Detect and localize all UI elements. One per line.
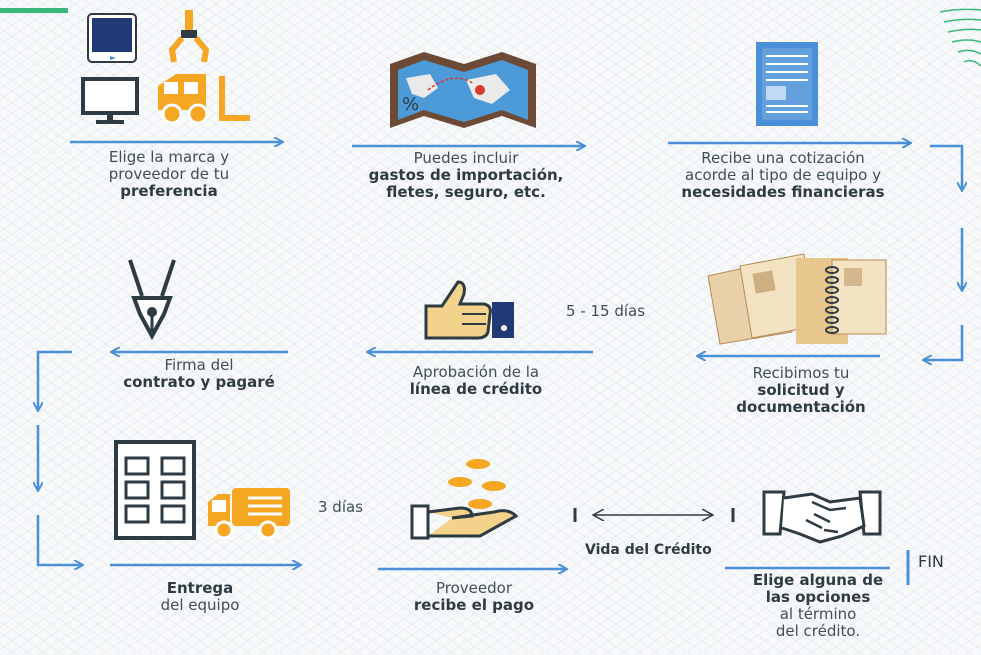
step-7-line-1: Entrega: [166, 579, 234, 597]
step-4-label: Recibimos tu solicitud y documentación: [706, 365, 896, 416]
step-2-line-3: fletes, seguro, etc.: [386, 183, 546, 201]
map-icon: %: [390, 52, 536, 128]
step-3-line-3: necesidades financieras: [681, 183, 885, 201]
tablet-icon: [87, 13, 137, 63]
svg-text:%: %: [402, 94, 419, 115]
step-9-line-2: las opciones: [765, 588, 871, 606]
step-5-line-1: Aprobación de la: [412, 363, 540, 381]
step-8-line-2: recibe el pago: [413, 596, 535, 614]
handshake-icon: [762, 490, 882, 544]
step-7-label: Entrega del equipo: [110, 580, 290, 614]
step-9-line-4: del crédito.: [775, 622, 861, 640]
step-8-line-1: Proveedor: [436, 579, 512, 597]
truck-icon: [158, 74, 250, 125]
step-5-label: Aprobación de la línea de crédito: [376, 364, 576, 398]
step-2-line-1: Puedes incluir: [413, 149, 519, 167]
coins-hand-icon: [410, 459, 519, 540]
step-6-line-2: contrato y pagaré: [123, 373, 275, 391]
step-1-line-1: Elige la marca y: [108, 148, 230, 166]
crane-claw-icon: [168, 10, 210, 63]
approval-duration: 5 - 15 días: [566, 302, 646, 320]
step-3-label: Recibe una cotización acorde al tipo de …: [658, 150, 908, 201]
step-3-line-2: acorde al tipo de equipo y: [685, 166, 881, 184]
step-5-line-2: línea de crédito: [409, 380, 543, 398]
end-label: FIN: [918, 552, 944, 571]
step-1-label: Elige la marca y proveedor de tu prefere…: [64, 149, 274, 200]
corner-decoration: [939, 8, 981, 67]
delivery-truck-icon: [208, 488, 290, 540]
step-7-line-2: del equipo: [160, 596, 240, 614]
step-9-line-3: al término: [779, 605, 857, 623]
step-8-label: Proveedor recibe el pago: [384, 580, 564, 614]
step-1-line-2: proveedor de tu: [108, 165, 230, 183]
notebook-icon: [707, 253, 887, 345]
step-2-label: Puedes incluir gastos de importación, fl…: [344, 150, 588, 201]
step-6-label: Firma del contrato y pagaré: [104, 357, 294, 391]
step-9-line-1: Elige alguna de: [752, 571, 884, 589]
step-6-line-1: Firma del: [164, 356, 234, 374]
pen-nib-icon: [128, 259, 176, 340]
accent-bar: [0, 8, 68, 13]
monitor-icon: [81, 77, 139, 124]
document-icon: [756, 42, 818, 126]
step-4-line-3: documentación: [736, 398, 866, 416]
credit-life-label: Vida del Crédito: [585, 542, 712, 558]
building-icon: [114, 440, 196, 540]
delivery-duration: 3 días: [318, 498, 364, 516]
step-1-line-3: preferencia: [120, 182, 218, 200]
step-4-line-2: solicitud y: [757, 381, 845, 399]
thumbs-up-icon: [424, 280, 514, 340]
step-4-line-1: Recibimos tu: [752, 364, 850, 382]
step-2-line-2: gastos de importación,: [368, 166, 564, 184]
step-3-line-1: Recibe una cotización: [701, 149, 865, 167]
step-9-label: Elige alguna de las opciones al término …: [740, 572, 896, 640]
